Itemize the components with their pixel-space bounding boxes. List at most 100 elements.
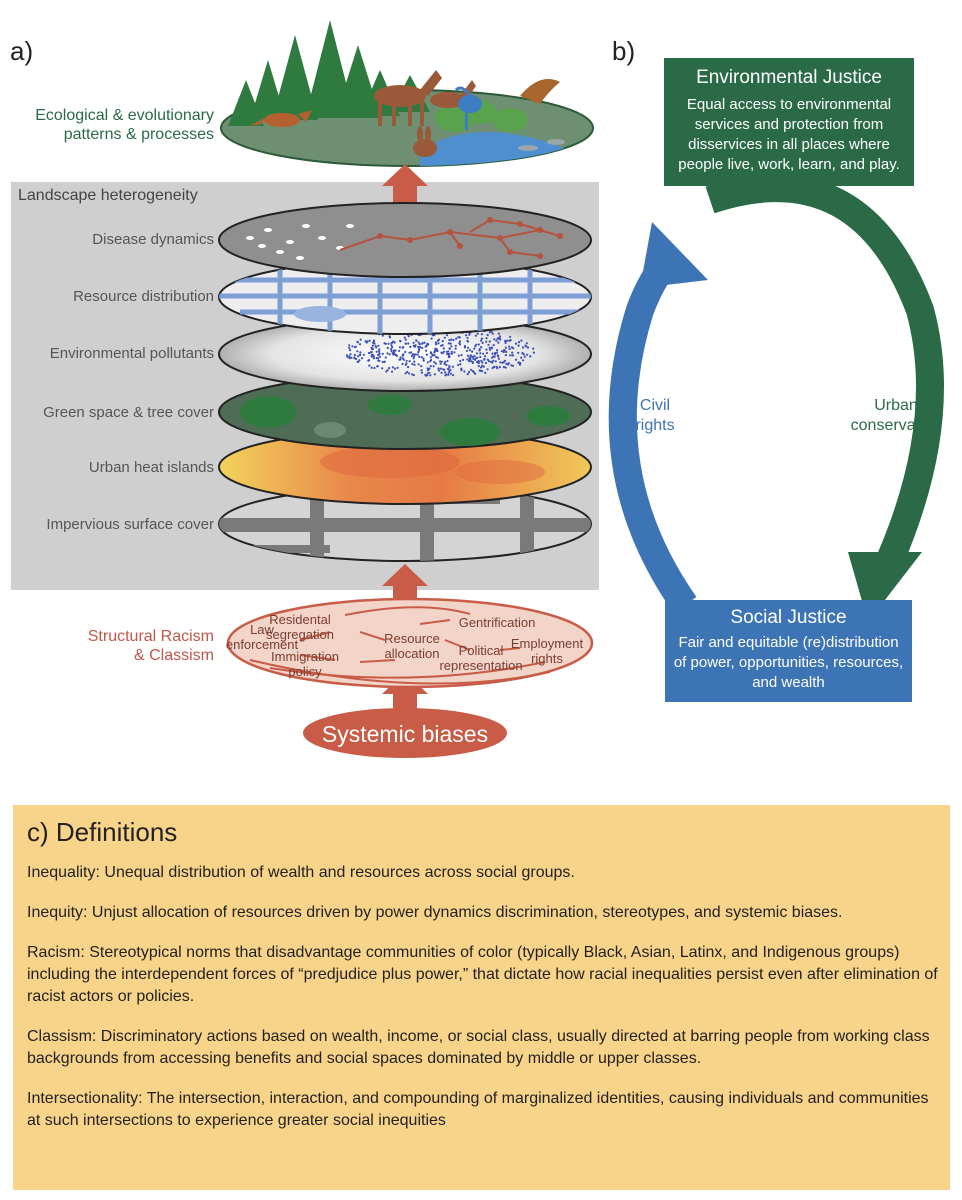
definitions-list: Inequality: Unequal distribution of weal… (27, 862, 940, 1132)
pollutant-dot (451, 365, 454, 368)
pollutant-dot (480, 346, 483, 349)
green-layer (218, 374, 592, 450)
definition-term: Intersectionality: (27, 1090, 143, 1107)
pollutant-dot (404, 350, 407, 354)
layer-label-resource: Resource distribution (73, 288, 214, 305)
pollutant-dot (449, 342, 452, 345)
pollutant-dot (444, 371, 447, 374)
pollutant-dot (466, 354, 469, 357)
pollutant-dot (381, 334, 384, 337)
pollutant-dot (522, 359, 525, 362)
pollutant-dot (479, 355, 482, 358)
pollutant-dot (394, 353, 397, 356)
pollutant-dot (450, 350, 453, 353)
pollutant-dot (390, 348, 393, 351)
pollutant-dot (432, 365, 435, 368)
pollutant-dot (466, 373, 469, 376)
definition-term: Racism: (27, 944, 85, 961)
pollutant-dot (469, 354, 472, 357)
pollutant-dot (442, 347, 445, 350)
pollutant-dot (485, 348, 488, 351)
pollutant-dot (410, 354, 413, 358)
pollutant-dot (508, 345, 511, 348)
pollutant-dot (416, 353, 419, 356)
pollutant-dot (417, 345, 420, 348)
pollutant-dot (452, 374, 455, 377)
pollutant-dot (470, 368, 473, 371)
pollutant-dot (479, 352, 482, 355)
pollutant-dot (433, 373, 436, 376)
pollutant-dot (509, 354, 512, 357)
pollutant-dot (474, 357, 477, 360)
pollutant-dot (505, 362, 508, 365)
pollutant-dot (412, 357, 415, 360)
pollutant-dot (488, 340, 491, 343)
pollutant-dot (446, 367, 450, 371)
pollutant-dot (403, 336, 406, 339)
pollutant-dot (488, 348, 492, 351)
pollutant-dot (469, 358, 472, 361)
pollutant-dot (402, 346, 405, 349)
social-justice-box: Social Justice Fair and equitable (re)di… (665, 600, 912, 702)
pollutant-dot (499, 361, 502, 364)
pollutant-dot (404, 363, 407, 366)
heron-icon (454, 86, 482, 130)
pollutant-dot (367, 359, 370, 362)
pollutant-dot (372, 357, 376, 360)
pollutant-dot (362, 353, 365, 356)
pollutant-dot (509, 335, 512, 338)
pollutant-dot (470, 360, 473, 363)
pollutant-dot (420, 356, 423, 359)
pollutant-dot (348, 346, 351, 349)
pollutant-dot (444, 360, 447, 364)
civil-rights-line-2: rights (635, 417, 675, 434)
urban-conservation-line-2: conservation (850, 417, 942, 434)
pollutant-dot (421, 346, 424, 350)
pollutant-dot (394, 367, 397, 370)
pollutant-dot (443, 362, 446, 365)
pollutant-dot (504, 354, 507, 357)
definition-racism: Racism: Stereotypical norms that disadva… (27, 942, 940, 1008)
pollutant-dot (525, 342, 528, 345)
pollutant-dot (485, 351, 488, 355)
pollutant-dot (449, 372, 452, 375)
fish-icon (518, 139, 565, 151)
pollutant-dot (424, 374, 428, 377)
pollutant-dot (437, 369, 441, 372)
pollutant-dot (511, 351, 514, 354)
pollutant-dot (478, 369, 481, 372)
pollutant-dot (503, 349, 506, 352)
pollutant-dot (401, 362, 404, 366)
pollutant-dot (433, 354, 436, 357)
pollutant-dot (359, 353, 362, 356)
definition-term: Inequality: (27, 864, 100, 881)
pollutant-dot (431, 353, 434, 356)
pollutant-dot (466, 340, 470, 343)
pollutant-dot (371, 344, 374, 347)
pollutant-dot (463, 345, 467, 348)
pollutant-dot (497, 341, 500, 344)
pollutant-dot (377, 349, 381, 353)
pollutant-dot (450, 345, 453, 348)
pollutant-dot (386, 346, 389, 350)
pollutant-dot (371, 353, 374, 356)
pollutant-dot (477, 362, 480, 365)
pollutant-dot (437, 367, 440, 370)
pollutant-dot (381, 360, 384, 364)
pollutant-dot (424, 345, 428, 348)
pollutant-dot (399, 356, 402, 359)
pollutant-dot (517, 341, 521, 344)
pollutant-dot (441, 340, 444, 343)
pollutant-dot (458, 342, 461, 345)
pollutant-dot (468, 360, 471, 363)
pollutant-dot (465, 349, 469, 352)
pollutant-dot (376, 365, 379, 368)
definitions-panel: c) Definitions Inequality: Unequal distr… (13, 805, 950, 1190)
pollutant-dot (520, 356, 523, 359)
pollutant-dot (404, 342, 407, 345)
pollutant-dot (429, 365, 432, 368)
pollutant-dot (517, 351, 520, 354)
pollutant-dot (499, 338, 502, 341)
definition-intersectionality: Intersectionality: The intersection, int… (27, 1088, 940, 1132)
pollutant-dot (526, 353, 529, 356)
